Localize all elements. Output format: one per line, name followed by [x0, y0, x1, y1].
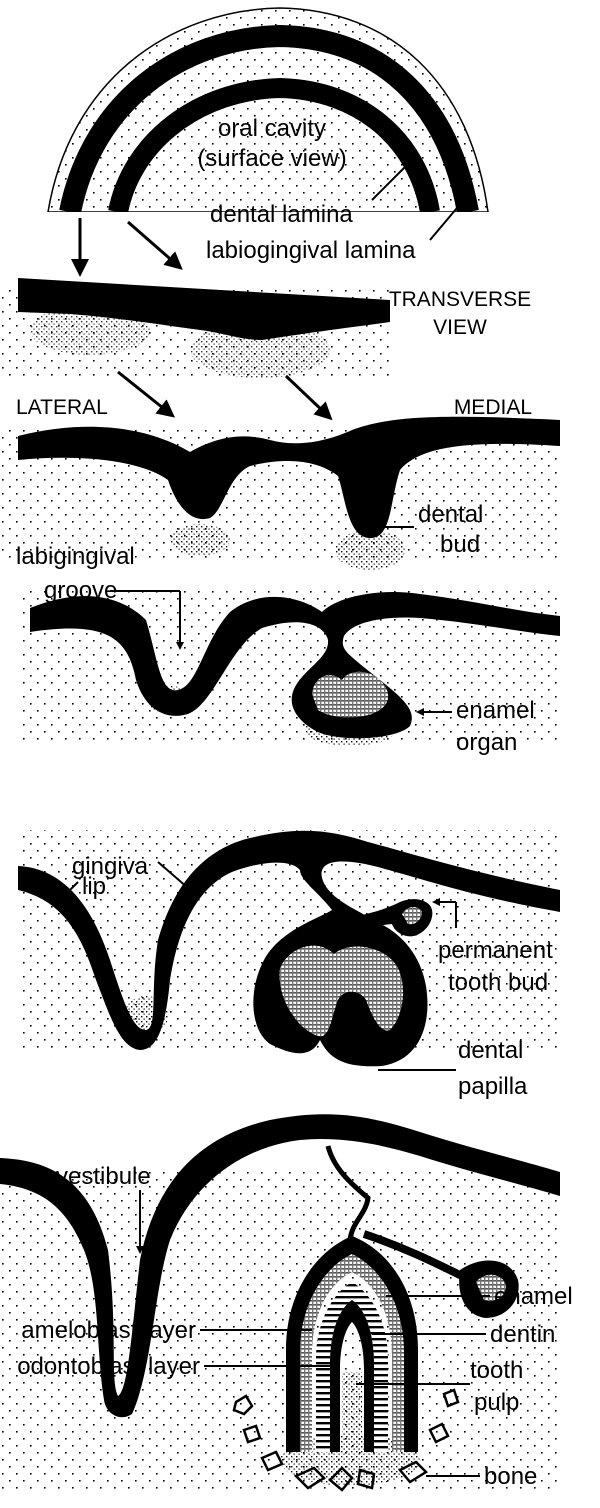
labiogingival-groove-label-1: labigingival [16, 543, 135, 570]
view-label: VIEW [433, 316, 487, 339]
surface-view-label: (surface view) [197, 145, 346, 172]
panel-cap-stage: labigingival groove enamel organ [16, 543, 560, 756]
dental-papilla-label-1: dental [458, 1037, 523, 1064]
arrow-to-dental [286, 376, 326, 414]
panel-transverse-view: TRANSVERSE VIEW [0, 278, 531, 414]
enamel-organ-label-2: organ [456, 729, 517, 756]
permanent-bud-label-2: tooth bud [448, 969, 548, 996]
arrow-down-right [128, 222, 176, 264]
lateral-label: LATERAL [16, 396, 108, 419]
permanent-bud-label-1: permanent [438, 937, 553, 964]
enamel-label: enamel [494, 1283, 573, 1310]
dental-bud-label-1: dental [418, 501, 483, 528]
enamel-organ-label-1: enamel [456, 697, 535, 724]
tooth-pulp-label-1: tooth [470, 1357, 523, 1384]
dental-lamina-label: dental lamina [210, 201, 353, 228]
tooth-pulp-label-2: pulp [474, 1389, 519, 1416]
lip-label: lip [82, 873, 106, 900]
bone-label: bone [484, 1463, 537, 1490]
odontoblast-layer-label: odontoblast layer [17, 1353, 200, 1380]
panel-crown-stage: vestibule enamel ameloblast layer dentin… [0, 1114, 573, 1490]
panel-bell-stage: gingiva lip permanent tooth bud dental p… [18, 830, 560, 1100]
ameloblast-layer-label: ameloblast layer [21, 1317, 196, 1344]
medial-label: MEDIAL [454, 396, 532, 419]
vestibule-label: vestibule [56, 1163, 151, 1190]
dentin-label: dentin [490, 1321, 555, 1348]
enamel-organ-core [312, 672, 388, 718]
dental-bud-label-2: bud [440, 531, 480, 558]
panel-surface-view: oral cavity (surface view) dental lamina… [0, 8, 600, 268]
oral-cavity-label: oral cavity [218, 115, 326, 142]
labiogingival-lamina-label: labiogingival lamina [206, 237, 416, 264]
labiogingival-groove-label-2: groove [44, 577, 117, 604]
transverse-label: TRANSVERSE [389, 288, 531, 311]
dental-papilla-label-2: papilla [458, 1073, 528, 1100]
